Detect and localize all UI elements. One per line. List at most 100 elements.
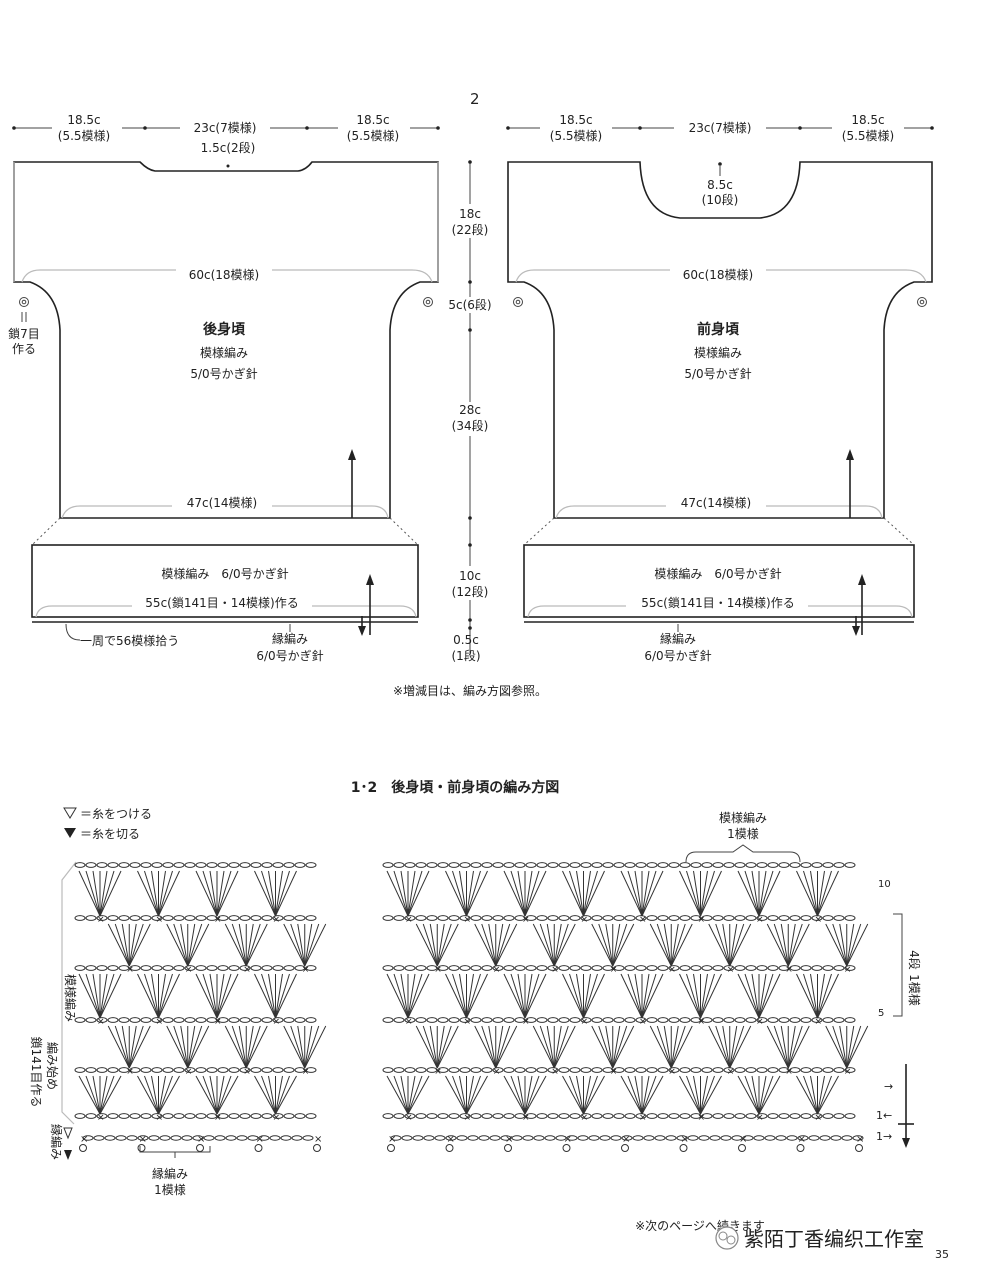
svg-text:×: × [405, 1017, 413, 1027]
svg-text:×: × [785, 1067, 793, 1077]
chart-left-bracket [61, 861, 77, 1125]
svg-text:×: × [97, 915, 105, 925]
svg-text:×: × [139, 1134, 147, 1145]
back-chain-note-1: 鎖7目 [8, 326, 40, 341]
svg-text:×: × [551, 965, 559, 975]
svg-text:×: × [698, 1017, 706, 1027]
back-dim-center: 23c(7模様) [194, 121, 257, 135]
svg-text:×: × [156, 1113, 164, 1123]
vdim-4: 10c [459, 569, 481, 583]
svg-text:×: × [97, 1017, 105, 1027]
page-number-top: 2 [470, 90, 480, 108]
svg-text:×: × [622, 1134, 630, 1145]
back-chain-note-2: 作る [12, 342, 36, 356]
front-edge-hook: 6/0号かぎ針 [644, 648, 711, 663]
svg-text:×: × [243, 965, 251, 975]
svg-text:×: × [581, 1017, 589, 1027]
svg-text:×: × [464, 915, 472, 925]
front-dim-center: 23c(7模様) [689, 121, 752, 135]
start-attach-icon [63, 1127, 73, 1140]
front-piece: 18.5c (5.5模様) 23c(7模様) 18.5c (5.5模様) 8.5… [506, 113, 934, 663]
vdim-3: 28c [459, 403, 481, 417]
svg-text:×: × [581, 1113, 589, 1123]
back-body-outline [13, 161, 439, 519]
svg-text:×: × [756, 1017, 764, 1027]
front-body-outline [507, 161, 933, 519]
back-dim-left: 18.5c [67, 113, 100, 127]
chart-title: 1･2 後身頃・前身頃の編み方図 [351, 779, 559, 796]
back-neck-depth: 1.5c(2段) [201, 140, 256, 155]
svg-text:×: × [727, 1067, 735, 1077]
svg-text:×: × [314, 1134, 322, 1145]
svg-text:×: × [185, 965, 193, 975]
svg-text:×: × [610, 1067, 618, 1077]
chart-repeat-label-2: 1模様 [727, 827, 759, 841]
svg-text:×: × [522, 1017, 530, 1027]
attach-yarn-icon [63, 807, 77, 819]
svg-text:×: × [434, 1067, 442, 1077]
front-band [523, 544, 915, 618]
svg-text:×: × [243, 1067, 251, 1077]
svg-text:×: × [844, 965, 852, 975]
front-width-47: 47c(14模様) [681, 496, 752, 510]
svg-text:×: × [493, 965, 501, 975]
vdim-2: 5c(6段) [448, 297, 491, 312]
left-label-pattern: 模様編み [63, 974, 78, 1022]
svg-text:×: × [610, 965, 618, 975]
rows-per-repeat-1: 4段 [907, 950, 922, 970]
svg-text:×: × [727, 965, 735, 975]
svg-text:×: × [522, 1113, 530, 1123]
back-pattern: 模様編み [200, 345, 248, 360]
svg-text:×: × [815, 1017, 823, 1027]
svg-text:×: × [273, 915, 281, 925]
front-dim-left-sub: (5.5模様) [550, 129, 602, 143]
watermark: 紫陌丁香编织工作室 [715, 1226, 924, 1251]
svg-text:×: × [639, 1017, 647, 1027]
back-edge-name: 縁編み [272, 631, 308, 646]
back-pickup-note: 一周で56模様拾う [80, 633, 179, 648]
rows-per-repeat-2: 1模様 [907, 974, 921, 1006]
svg-text:×: × [844, 1067, 852, 1077]
svg-text:×: × [668, 965, 676, 975]
back-band-pattern: 模様編み 6/0号かぎ針 [161, 566, 288, 581]
front-neck-rows: (10段) [702, 192, 739, 207]
edge-repeat-label-2: 1模様 [154, 1183, 186, 1197]
front-pattern: 模様編み [694, 345, 742, 360]
svg-text:×: × [756, 1113, 764, 1123]
back-band-width: 55c(鎖141目・14模様)作る [145, 595, 298, 610]
back-dim-left-sub: (5.5模様) [58, 129, 110, 143]
svg-text:×: × [156, 915, 164, 925]
left-label-start: 編み始め [45, 1042, 60, 1090]
svg-text:×: × [639, 1113, 647, 1123]
watermark-text: 紫陌丁香编织工作室 [744, 1227, 924, 1251]
left-label-edge: 縁編み [49, 1124, 64, 1160]
back-width-47: 47c(14模様) [187, 496, 258, 510]
svg-text:×: × [302, 965, 310, 975]
start-cut-icon [64, 1150, 72, 1160]
svg-text:×: × [551, 1067, 559, 1077]
front-neck-depth: 8.5c [707, 178, 733, 192]
edge-repeat-label-1: 縁編み [152, 1166, 188, 1181]
back-title: 後身頃 [203, 321, 246, 338]
front-band-width: 55c(鎖141目・14模様)作る [641, 595, 794, 610]
vdim-1: 18c [459, 207, 481, 221]
cut-yarn-icon [64, 828, 76, 838]
back-dim-right: 18.5c [356, 113, 389, 127]
svg-text:×: × [581, 915, 589, 925]
svg-text:×: × [798, 1134, 806, 1145]
back-band [31, 544, 419, 618]
back-width-60: 60c(18模様) [189, 268, 260, 282]
svg-text:×: × [815, 915, 823, 925]
back-piece: 18.5c (5.5模様) 23c(7模様) 18.5c (5.5模様) 1.5… [8, 113, 440, 663]
front-band-pattern: 模様編み 6/0号かぎ針 [654, 566, 781, 581]
back-dim-right-sub: (5.5模様) [347, 129, 399, 143]
svg-text:×: × [785, 965, 793, 975]
svg-text:×: × [214, 1113, 222, 1123]
front-dim-right-sub: (5.5模様) [842, 129, 894, 143]
row-arrow-1-left: 1← [876, 1109, 892, 1122]
vdim-1-sub: (22段) [452, 222, 489, 237]
chart-repeat-label-1: 模様編み [719, 810, 767, 825]
back-edge-hook: 6/0号かぎ針 [256, 648, 323, 663]
front-dim-left: 18.5c [559, 113, 592, 127]
